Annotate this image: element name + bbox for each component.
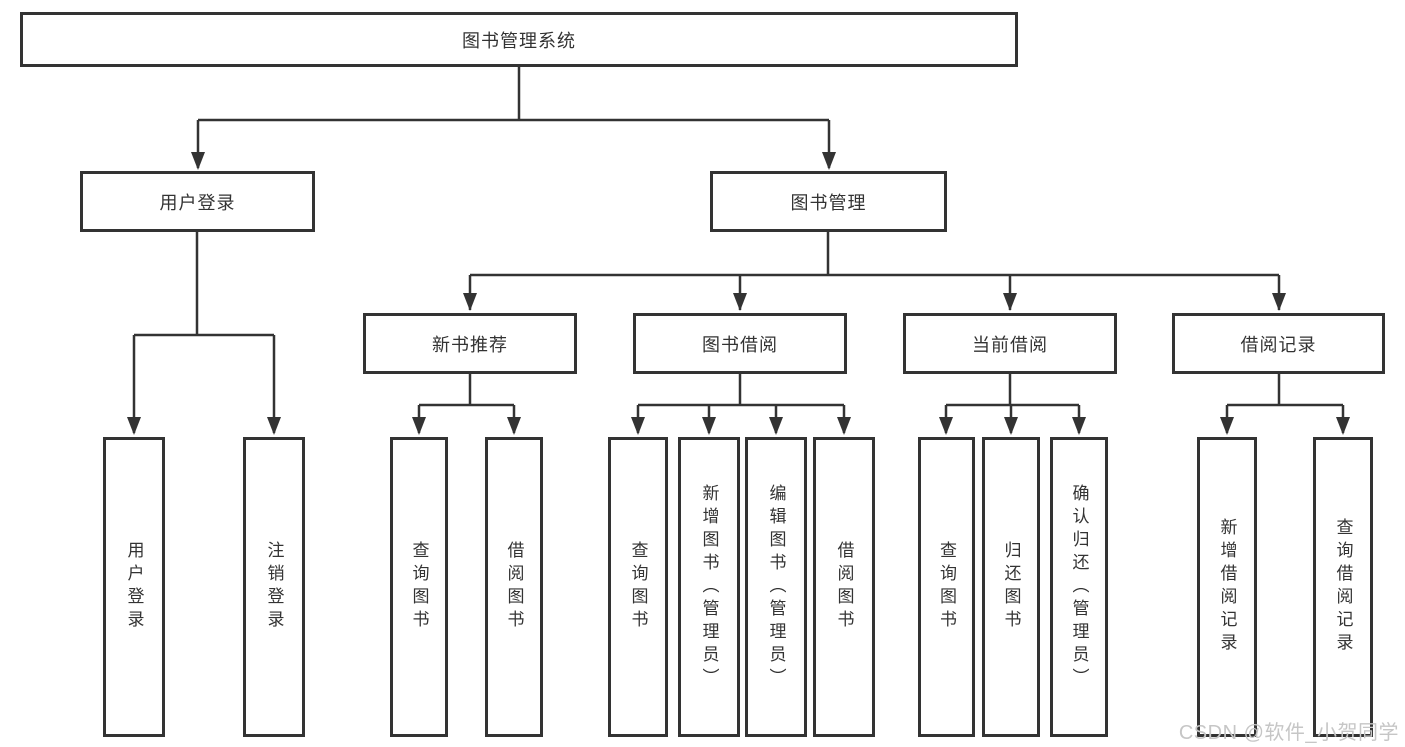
node-label: 图书借阅 bbox=[702, 334, 778, 355]
leaf-label: 用户登录 bbox=[124, 541, 144, 633]
node-root-system: 图书管理系统 bbox=[20, 12, 1018, 67]
leaf-user-login: 用户登录 bbox=[103, 437, 165, 737]
leaf-label: 新增图书（管理员） bbox=[699, 483, 719, 691]
leaf-query-borrow-record: 查询借阅记录 bbox=[1313, 437, 1373, 737]
node-borrowing-records: 借阅记录 bbox=[1172, 313, 1385, 374]
arrowhead-icons bbox=[127, 152, 1350, 435]
leaf-confirm-return-admin: 确认归还（管理员） bbox=[1050, 437, 1108, 737]
node-label: 当前借阅 bbox=[972, 334, 1048, 355]
leaf-borrow-books-recommend: 借阅图书 bbox=[485, 437, 543, 737]
node-user-login: 用户登录 bbox=[80, 171, 315, 232]
leaf-label: 查询借阅记录 bbox=[1333, 518, 1353, 656]
leaf-label: 确认归还（管理员） bbox=[1069, 483, 1089, 691]
node-label: 图书管理系统 bbox=[462, 30, 576, 51]
leaf-query-books-borrow: 查询图书 bbox=[608, 437, 668, 737]
leaf-label: 查询图书 bbox=[937, 541, 956, 633]
leaf-add-books-admin: 新增图书（管理员） bbox=[678, 437, 740, 737]
node-current-borrowing: 当前借阅 bbox=[903, 313, 1117, 374]
node-label: 借阅记录 bbox=[1240, 334, 1317, 355]
leaf-query-books-recommend: 查询图书 bbox=[390, 437, 448, 737]
node-label: 图书管理 bbox=[790, 192, 867, 213]
leaf-label: 归还图书 bbox=[1001, 541, 1021, 633]
leaf-label: 查询图书 bbox=[409, 541, 429, 633]
leaf-label: 新增借阅记录 bbox=[1217, 518, 1237, 656]
leaf-return-books: 归还图书 bbox=[982, 437, 1040, 737]
node-new-book-recommendation: 新书推荐 bbox=[363, 313, 577, 374]
leaf-label: 编辑图书（管理员） bbox=[766, 483, 786, 691]
node-book-borrowing: 图书借阅 bbox=[633, 313, 847, 374]
leaf-label: 注销登录 bbox=[264, 541, 284, 633]
node-book-management: 图书管理 bbox=[710, 171, 947, 232]
leaf-logout: 注销登录 bbox=[243, 437, 305, 737]
node-label: 用户登录 bbox=[159, 192, 236, 213]
leaf-label: 查询图书 bbox=[628, 541, 648, 633]
leaf-borrow-books: 借阅图书 bbox=[813, 437, 875, 737]
csdn-watermark: CSDN @软件_小贺同学 bbox=[1178, 722, 1399, 744]
leaf-query-books-current: 查询图书 bbox=[918, 437, 975, 737]
node-label: 新书推荐 bbox=[432, 334, 508, 355]
leaf-edit-books-admin: 编辑图书（管理员） bbox=[745, 437, 807, 737]
leaf-label: 借阅图书 bbox=[504, 541, 524, 633]
leaf-label: 借阅图书 bbox=[834, 541, 854, 633]
leaf-add-borrow-record: 新增借阅记录 bbox=[1197, 437, 1257, 737]
